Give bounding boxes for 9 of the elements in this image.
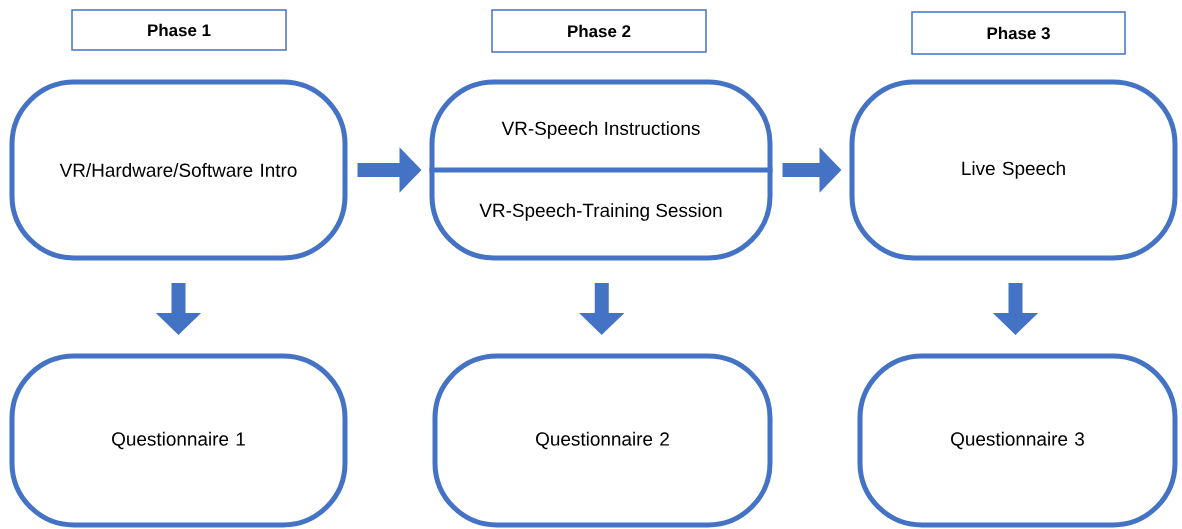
phase-label-box: Phase 2 [491,9,707,53]
stage-box: VR/Hardware/Software Intro [9,79,348,261]
stage-box: Questionnaire 3 [857,353,1178,528]
phase-label-box: Phase 3 [911,11,1126,55]
stage-box: Questionnaire 1 [9,353,348,528]
stage-box: Live Speech [849,79,1178,261]
phase-label-box: Phase 1 [71,9,287,51]
split-stage-box: VR-Speech Instructions VR-Speech-Training Session [429,79,773,261]
stage-box: Questionnaire 2 [432,353,773,528]
